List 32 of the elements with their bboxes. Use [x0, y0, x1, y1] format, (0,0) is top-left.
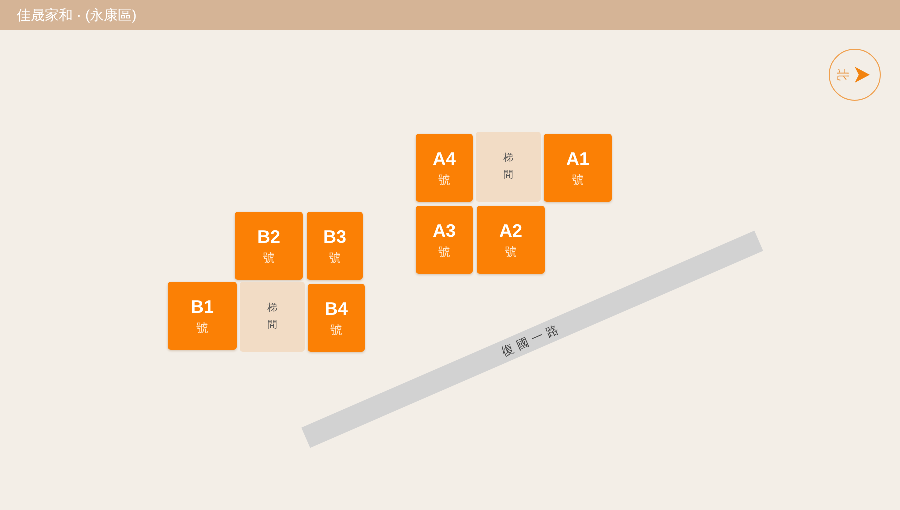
unit-number: B4: [324, 299, 348, 319]
unit-box: [416, 206, 473, 274]
unit-suffix-text: 號: [263, 251, 275, 265]
unit-box: [307, 212, 363, 280]
unit-suffix-text: 號: [505, 245, 517, 259]
unit-number: B3: [323, 227, 346, 247]
unit-suffix-text: 號: [438, 173, 450, 187]
unit-number: B2: [257, 227, 280, 247]
unit-number: A4: [432, 149, 456, 169]
unit-number: A3: [432, 221, 456, 241]
unit-number: A1: [566, 149, 590, 169]
north-label: 北: [837, 69, 849, 81]
street-name: 復國一路: [500, 320, 564, 360]
unit-box: [235, 212, 303, 280]
unit-number: B1: [190, 297, 214, 317]
stairwell-box: [476, 132, 541, 202]
unit-box: [308, 284, 365, 352]
unit-box: [416, 134, 473, 202]
stairwell-box: [240, 282, 305, 352]
unit-box: [544, 134, 612, 202]
unit-number: A2: [499, 221, 522, 241]
stairwell-label: 梯間: [504, 152, 514, 183]
unit-box: [168, 282, 237, 350]
unit-suffix-text: 號: [329, 251, 341, 265]
compass-circle: [829, 49, 881, 101]
unit-box: [477, 206, 545, 274]
unit-suffix-text: 號: [196, 321, 208, 335]
unit-suffix-text: 號: [330, 323, 342, 337]
page-title: 佳晟家和 · (永康區): [17, 6, 137, 24]
stairwell-label: 梯間: [268, 302, 278, 333]
unit-suffix-text: 號: [438, 245, 450, 259]
unit-suffix-text: 號: [572, 173, 584, 187]
